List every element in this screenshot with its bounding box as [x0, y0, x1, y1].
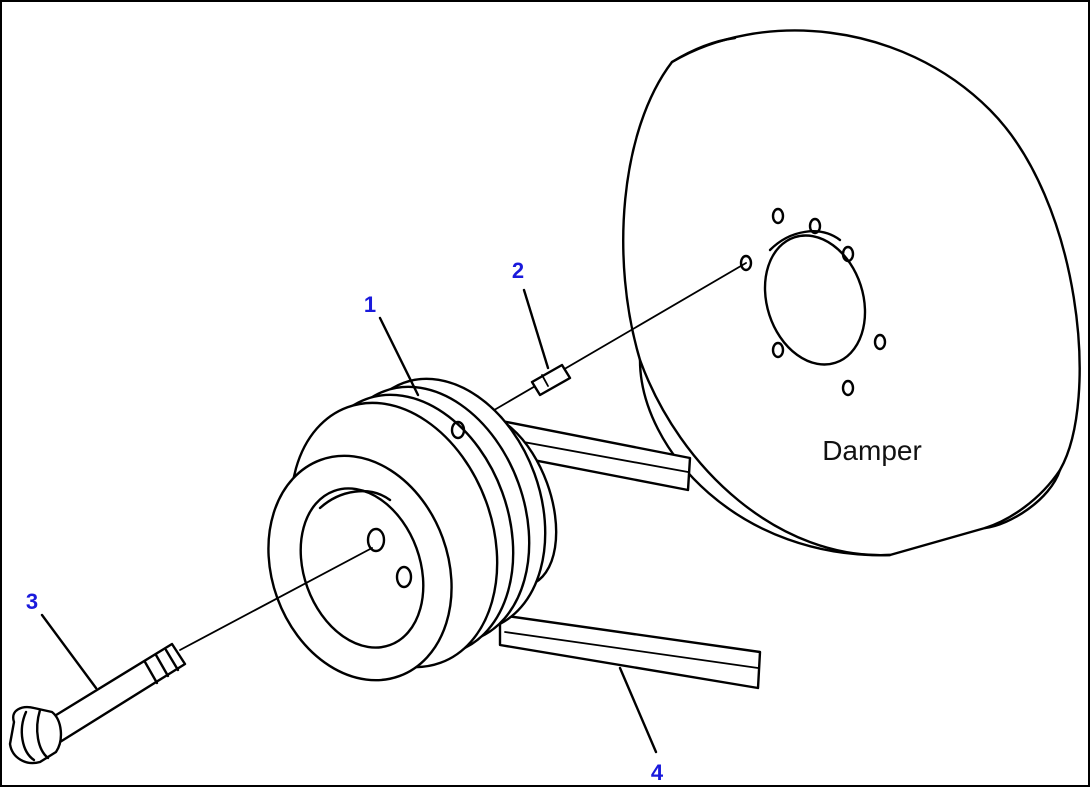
bolt-hole	[739, 254, 753, 272]
leader-pulley	[378, 316, 420, 397]
damper-rim-top	[670, 36, 737, 64]
pulley-bore-lip	[318, 489, 392, 510]
callout-pulley: 1	[364, 292, 376, 317]
damper-body	[622, 29, 1081, 557]
bolt-hole	[771, 341, 785, 359]
bolt-hole	[841, 379, 855, 397]
bolt-hole	[873, 333, 887, 351]
callout-bolt: 3	[26, 589, 38, 614]
damper: Damper	[622, 29, 1081, 557]
damper-label: Damper	[822, 435, 922, 466]
dowel-pin-assembly	[459, 262, 747, 431]
bolt	[8, 547, 373, 765]
callout-dowel-pin: 2	[512, 258, 524, 283]
bolt-shank	[46, 642, 187, 744]
bolt-hole	[771, 207, 785, 225]
bolt-head	[8, 706, 63, 765]
belt-lower-strand	[498, 613, 762, 690]
callout-belt: 4	[651, 760, 664, 785]
pulley-hole	[366, 527, 386, 553]
leader-lines	[40, 288, 658, 754]
damper-center-bore	[763, 234, 867, 366]
leader-belt	[618, 666, 658, 754]
bolt-threads	[143, 648, 180, 685]
bolt-hole	[841, 245, 855, 263]
bolt-head-flats	[20, 708, 50, 762]
damper-bore-lip	[768, 230, 842, 252]
pin-axis-line	[459, 262, 747, 431]
damper-rim-bottom	[638, 358, 892, 557]
dowel-pin-edge	[541, 374, 549, 387]
callout-labels: 1 2 3 4	[26, 258, 664, 785]
damper-bolt-holes	[739, 207, 887, 397]
leader-bolt	[40, 613, 98, 690]
belt-lower-groove	[504, 631, 759, 669]
pulley-bore	[299, 487, 425, 649]
bolt-hole	[808, 217, 822, 235]
bolt-axis-line	[179, 547, 373, 651]
dowel-pin	[530, 363, 572, 397]
pulley	[267, 377, 558, 682]
pulley-pin-hole	[450, 420, 466, 440]
leader-dowel-pin	[522, 288, 550, 370]
pulley-hole	[395, 565, 413, 589]
damper-edge	[983, 468, 1062, 530]
